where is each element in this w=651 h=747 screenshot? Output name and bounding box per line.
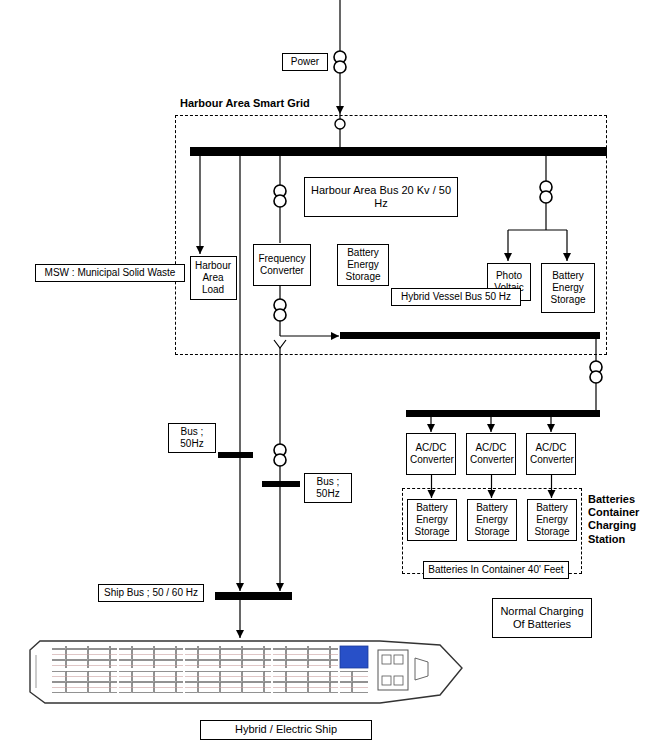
box-text: Battery Energy Storage [531, 502, 573, 538]
bus-label-box: Bus ; 50Hz [304, 473, 352, 503]
storage-box: Battery Energy Storage [541, 263, 595, 313]
connector-arrow [491, 475, 492, 498]
charging-station-region: Battery Energy Storage Battery Energy Sto… [402, 488, 582, 574]
load-box: Harbour Area Load [190, 256, 237, 300]
box-text: AC/DC Converter [410, 442, 452, 466]
box-text: Battery Energy Storage [411, 502, 453, 538]
bus-label-box: Bus ; 50Hz [168, 423, 216, 453]
transformer-symbols [274, 51, 602, 466]
container-label-box: Batteries In Container 40' Feet [423, 561, 569, 579]
bus-label-box: Ship Bus ; 50 / 60 Hz [98, 584, 204, 602]
box-text: Power [286, 56, 324, 68]
breaker-symbol [335, 119, 345, 129]
wires [200, 0, 596, 638]
connector-arrow [431, 475, 432, 498]
label-box: Power [282, 53, 328, 71]
box-text: Battery Energy Storage [341, 247, 385, 283]
bus-label-box: Hybrid Vessel Bus 50 Hz [391, 288, 521, 306]
storage-box: Battery Energy Storage [407, 499, 457, 541]
box-text: Battery Energy Storage [545, 270, 591, 306]
box-text: Bus ; 50Hz [172, 426, 212, 450]
storage-box: Battery Energy Storage [467, 499, 517, 541]
bus-bars [190, 147, 607, 600]
box-text: Harbour Area Bus 20 Kv / 50 Hz [308, 184, 454, 210]
connector-arrow [551, 475, 552, 498]
converter-box: Frequency Converter [253, 244, 311, 286]
box-text: Frequency Converter [257, 253, 307, 277]
box-text: Ship Bus ; 50 / 60 Hz [102, 587, 200, 599]
storage-box: Battery Energy Storage [527, 499, 577, 541]
box-text: Hybrid Vessel Bus 50 Hz [395, 291, 517, 303]
box-text: Bus ; 50Hz [308, 476, 348, 500]
region-heading: Harbour Area Smart Grid [180, 97, 310, 110]
converter-box: AC/DC Converter [466, 433, 516, 475]
ship-illustration [30, 641, 462, 703]
ship-label-box: Hybrid / Electric Ship [200, 720, 372, 740]
converter-box: AC/DC Converter [406, 433, 456, 475]
box-text: Batteries In Container 40' Feet [427, 564, 565, 576]
box-text: Normal Charging Of Batteries [496, 605, 588, 631]
note-box: MSW : Municipal Solid Waste [35, 264, 185, 282]
box-text: AC/DC Converter [470, 442, 512, 466]
smart-grid-region: Harbour Area Bus 20 Kv / 50 Hz Harbour Ar… [175, 115, 607, 355]
bus-label-box: Harbour Area Bus 20 Kv / 50 Hz [304, 177, 458, 217]
region-heading: Batteries Container Charging Station [588, 493, 648, 546]
note-box: Normal Charging Of Batteries [492, 598, 592, 638]
box-text: Battery Energy Storage [471, 502, 513, 538]
box-text: Hybrid / Electric Ship [204, 723, 368, 736]
box-text: MSW : Municipal Solid Waste [39, 267, 181, 279]
storage-box: Battery Energy Storage [337, 244, 389, 286]
box-text: AC/DC Converter [530, 442, 572, 466]
box-text: Harbour Area Load [194, 260, 233, 296]
converter-box: AC/DC Converter [526, 433, 576, 475]
